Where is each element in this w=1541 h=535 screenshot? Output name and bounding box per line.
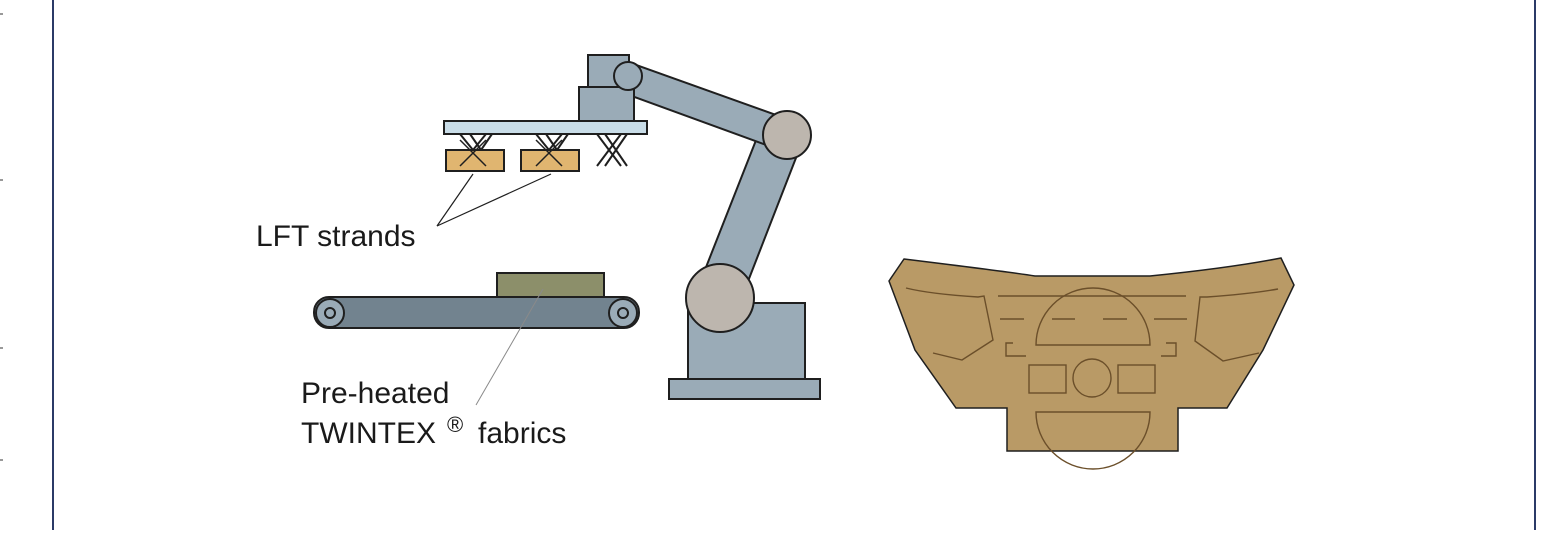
molded-dashboard-part-icon: [888, 257, 1295, 470]
conveyor-belt-icon: [313, 272, 640, 329]
gripper-plate: [443, 120, 648, 135]
conveyor-belt: [313, 296, 640, 329]
industrial-robot-arm-icon: [443, 54, 821, 400]
robot-shoulder-joint: [685, 263, 755, 333]
preheated-label-line2: TWINTEX: [301, 417, 436, 450]
part-outline: [888, 257, 1295, 452]
preheated-label-line1: Pre-heated: [301, 377, 449, 410]
robot-wrist-lower: [578, 86, 635, 123]
fabrics-leader: [475, 288, 544, 406]
lft-strands-leaders: [436, 173, 552, 227]
preheated-fabric-stack: [496, 272, 605, 298]
twintex-word: TWINTEX: [301, 417, 436, 450]
lft-strand-block: [445, 149, 505, 172]
robot-wrist-joint: [613, 61, 643, 91]
lft-strands-label: LFT strands: [256, 220, 416, 253]
lft-strand-block: [520, 149, 580, 172]
robot-base-plate: [668, 378, 821, 400]
fabrics-word: fabrics: [478, 417, 566, 450]
robot-elbow-joint: [762, 110, 812, 160]
part-detail-lines: [905, 287, 1279, 470]
registered-mark: ®: [447, 412, 463, 437]
